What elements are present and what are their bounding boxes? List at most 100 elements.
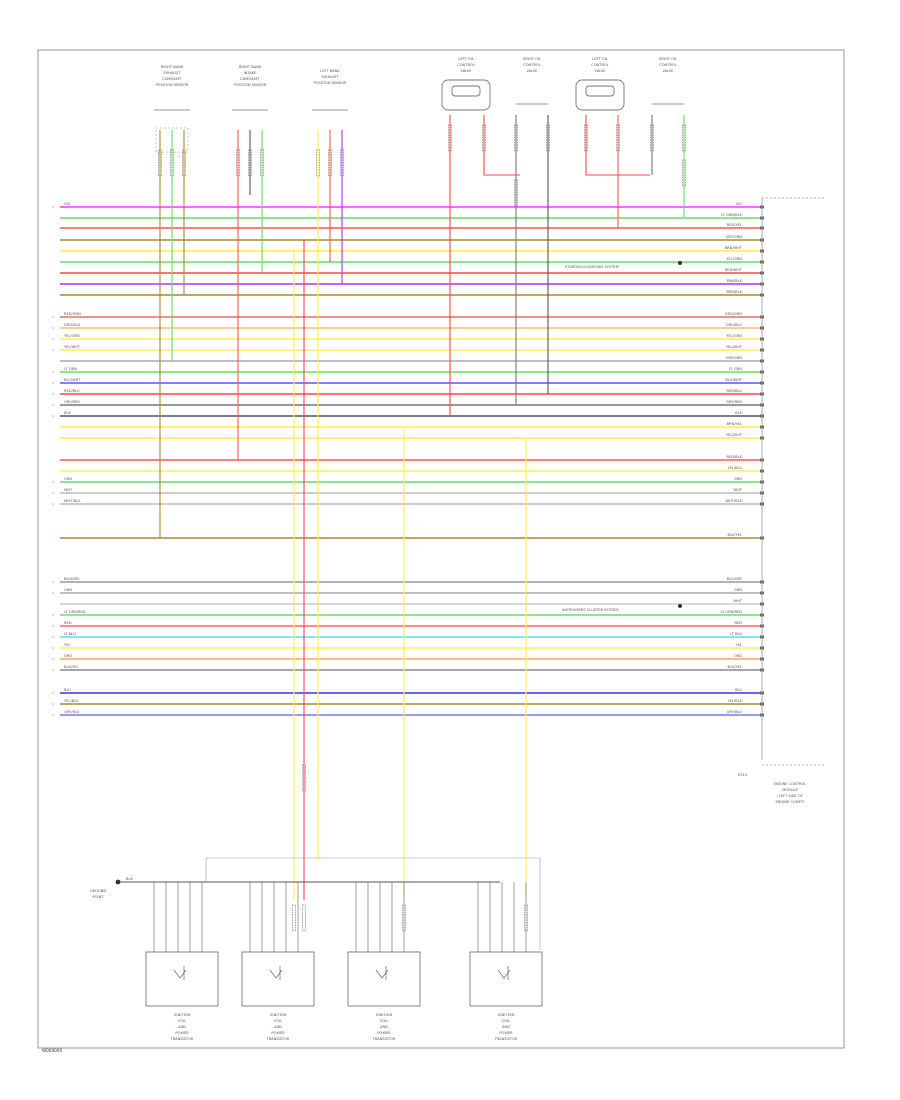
wire-left-dot: •: [52, 349, 54, 353]
top-sensor-1: RIGHT BANK EXHAUST CAMSHAFT POSITION SEN…: [154, 65, 190, 153]
wire-left-dot: •: [52, 481, 54, 485]
ground-bus: BLK GROUND POINT: [90, 857, 541, 950]
coil-label-line: AND: [178, 1025, 186, 1029]
sensor-label-line: INTAKE: [244, 71, 257, 75]
wire-right-label: LT BLU: [730, 632, 742, 636]
coil-label-line: IGNITION: [498, 1013, 515, 1017]
coil-label-line: AND: [274, 1025, 282, 1029]
wire-right-label: RED/BLU: [726, 389, 742, 393]
wire-right-label: RED/YEL: [727, 223, 742, 227]
wire-right-label: RED/BLK: [726, 455, 742, 459]
transistor-symbol: [375, 966, 389, 980]
wire-right-label: GRY/GRN: [726, 356, 743, 360]
wire-right-label: BLU/GRY: [727, 577, 743, 581]
wire-right-label: BLU/WHT: [725, 378, 742, 382]
coil-label-line: COIL: [380, 1019, 388, 1023]
coil-body: [145, 951, 219, 1007]
wire-left-label: ORG: [64, 654, 72, 658]
wire-right-label: GRN: [734, 477, 742, 481]
connector-stub: [616, 124, 620, 152]
solenoid-label-line: CONTROL: [591, 63, 609, 67]
wire-left-label: RED/GRN: [64, 312, 81, 316]
wire-left-dot: •: [52, 393, 54, 397]
coil-label-line: POWER: [499, 1031, 513, 1035]
wire-right-label: PNK/BLK: [727, 279, 743, 283]
coil-label-line: COIL: [502, 1019, 510, 1023]
coil-body: [347, 951, 421, 1007]
solenoid-3: LEFT OIL CONTROL VALVE: [575, 57, 625, 111]
wire-left-dot: •: [52, 669, 54, 673]
top-sensor-leads: [159, 115, 755, 900]
wire-left-label: ORG/BLU: [64, 323, 81, 327]
connector-stub: [448, 124, 452, 152]
wire-right-label: WHT: [734, 488, 743, 492]
ignition-coil-4: IGNITION COIL AND POWER TRANSISTOR: [469, 882, 543, 1041]
wire-right-label: GRY/RED: [726, 400, 742, 404]
wire-right-label: YEL/WHT: [726, 345, 743, 349]
lead-s1a: [159, 130, 755, 539]
wire-right-label: RED: [734, 621, 742, 625]
wire-right-label: ORG/BLU: [726, 323, 743, 327]
top-solenoids: LEFT OIL CONTROL VALVE RIGHT OIL CONTROL…: [441, 57, 684, 111]
sensor-label-line: LEFT BANK: [320, 69, 340, 73]
ground-label-line: GROUND: [90, 889, 106, 893]
transistor-symbol: [173, 966, 187, 980]
wire-left-dot: •: [52, 316, 54, 320]
ecm-name-line: MODULE: [782, 788, 798, 792]
wire-left-label: BLK: [64, 411, 71, 415]
wire-left-label: BLU/WHT: [64, 378, 81, 382]
wire-right-label: LT GRN/RED: [720, 610, 742, 614]
solenoid-label-line: CONTROL: [457, 63, 475, 67]
wire-right-label: LT GRN: [729, 367, 742, 371]
diagram-footer-code: W000000: [42, 1048, 62, 1053]
connector-stub: [302, 764, 306, 792]
wire-right-label: WHT: [734, 599, 743, 603]
lead-v1b: [483, 115, 520, 176]
coil-label-line: TRANSISTOR: [266, 1037, 290, 1041]
wire-left-label: GRN: [64, 588, 72, 592]
connector-stub: [650, 124, 654, 152]
wire-left-label: GRY/RED: [64, 400, 80, 404]
sensor-label-line: RIGHT BANK: [239, 65, 262, 69]
sensor-label-line: EXHAUST: [321, 75, 339, 79]
wire-left-dot: •: [52, 404, 54, 408]
ecm-name-line: ENGINE CONTROL: [774, 782, 806, 786]
wire-left-label: WHT/BLK: [64, 499, 81, 503]
coil-label-line: COIL: [178, 1019, 186, 1023]
note-starting-charging: STARTING/CHARGING SYSTEM: [565, 265, 619, 269]
wire-right-label: LT GRN/BLK: [721, 213, 742, 217]
wire-right-label: GRN: [734, 588, 742, 592]
wire-right-label: GRY/GRN: [726, 235, 743, 239]
coil-label-line: TRANSISTOR: [170, 1037, 194, 1041]
solenoid-label-line: CONTROL: [523, 63, 541, 67]
solenoid-label-line: LEFT OIL: [592, 57, 608, 61]
coil-label-line: POWER: [175, 1031, 189, 1035]
solenoid-label-line: VALVE: [594, 69, 606, 73]
wire-right-label: WHT/BLK: [726, 499, 743, 503]
wire-left-label: GRY/BLU: [64, 710, 80, 714]
transistor-symbol: [269, 966, 283, 980]
coil-label-line: AND: [502, 1025, 510, 1029]
wire-left-label: RED: [64, 621, 72, 625]
sensor-label-line: CAMSHAFT: [162, 77, 183, 81]
wire-left-dot: •: [52, 206, 54, 210]
wire-right-label: RED/WHT: [725, 268, 743, 272]
coil-label-line: IGNITION: [376, 1013, 393, 1017]
sensor-label-line: EXHAUST: [163, 71, 181, 75]
top-sensors: RIGHT BANK EXHAUST CAMSHAFT POSITION SEN…: [154, 65, 348, 153]
wire-right-label: BRN/WHT: [725, 246, 743, 250]
solenoid-2: RIGHT OIL CONTROL VALVE: [516, 57, 548, 105]
connector-stub: [546, 124, 550, 152]
wire-left-dot: •: [52, 658, 54, 662]
solenoid-label-line: LEFT OIL: [458, 57, 474, 61]
connector-stub: [514, 179, 518, 207]
ignition-coils: IGNITION COIL AND POWER TRANSISTOR IGNITION CO…: [145, 882, 543, 1041]
wire-right-label: ORG: [734, 654, 742, 658]
wire-left-dot: •: [52, 714, 54, 718]
coil-label-line: TRANSISTOR: [494, 1037, 518, 1041]
coil-label-line: POWER: [377, 1031, 391, 1035]
